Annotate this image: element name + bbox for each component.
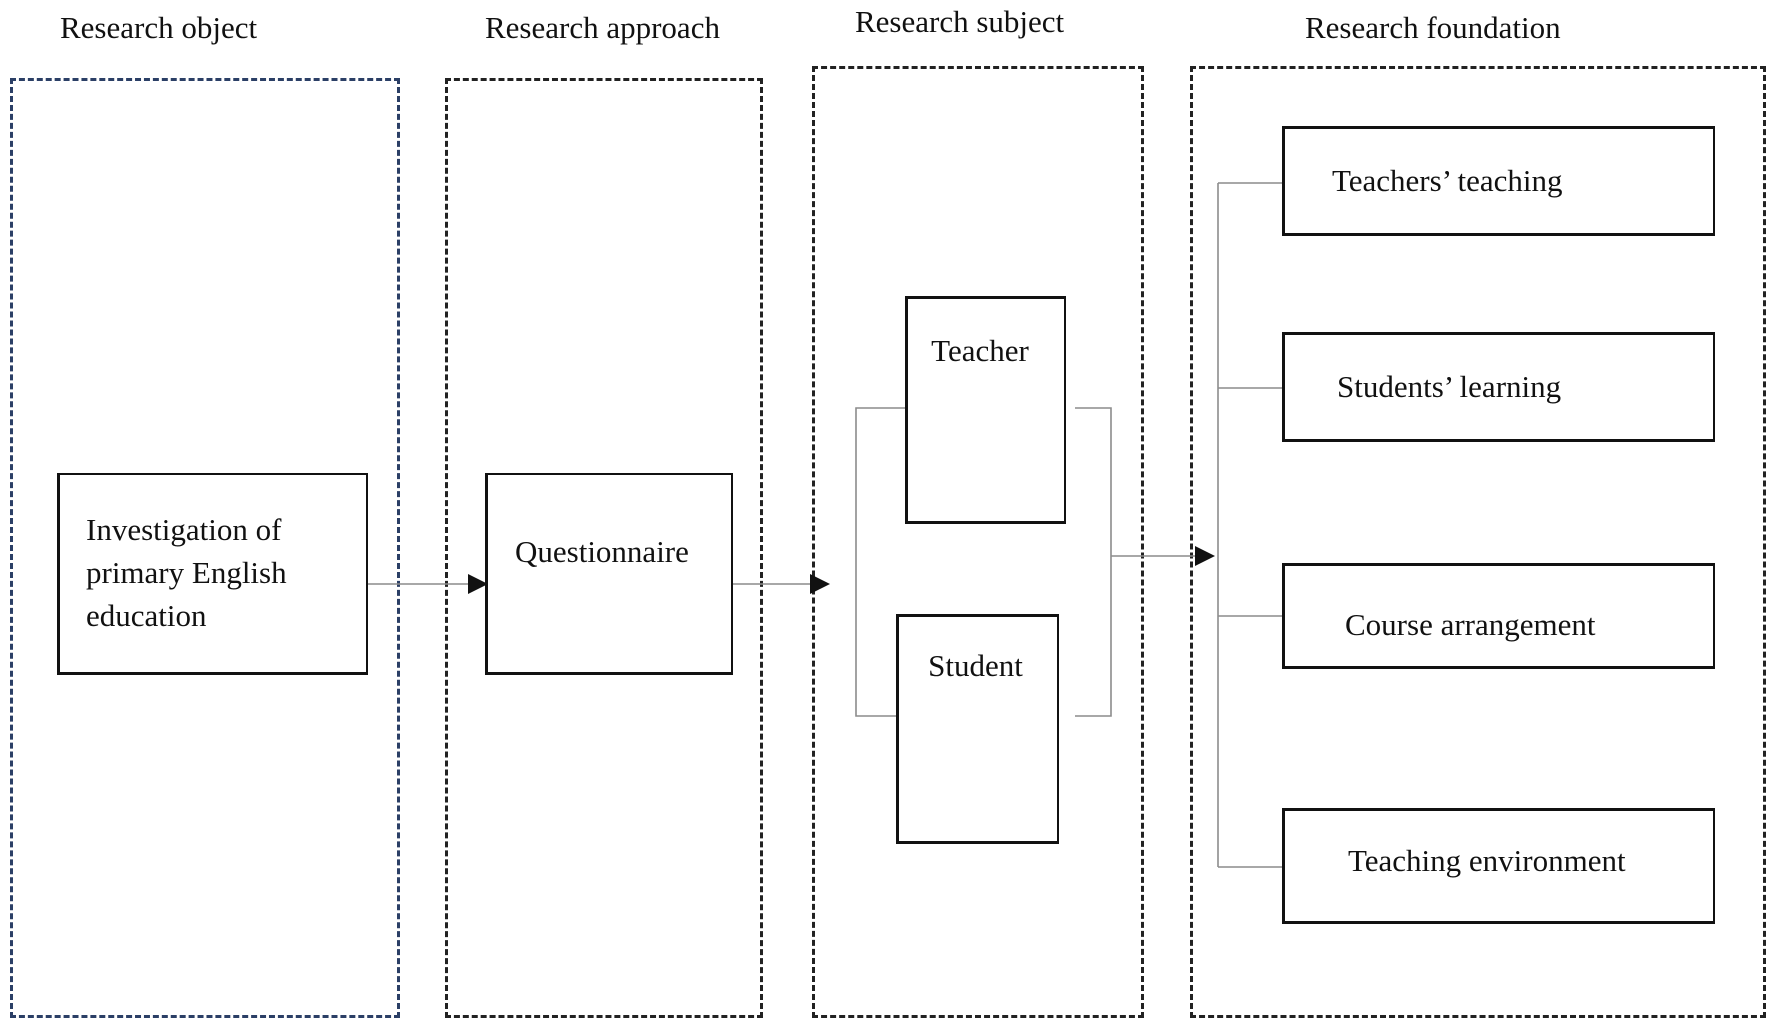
panel-research-foundation [1190, 66, 1766, 1018]
panel-research-subject [812, 66, 1144, 1018]
node-teacher: Teacher [905, 296, 1066, 524]
node-teachers-teaching-label: Teachers’ teaching [1332, 162, 1563, 198]
node-investigation: Investigation of primary English educati… [57, 473, 368, 675]
heading-research-approach: Research approach [485, 10, 720, 45]
panel-research-object [10, 78, 400, 1018]
heading-research-foundation: Research foundation [1305, 10, 1561, 45]
node-teacher-label: Teacher [931, 332, 1029, 368]
heading-research-subject: Research subject [855, 4, 1065, 39]
node-teaching-environment: Teaching environment [1282, 808, 1715, 924]
node-student-label: Student [928, 648, 1023, 684]
node-student: Student [896, 614, 1059, 844]
panel-research-approach [445, 78, 763, 1018]
node-course-arrangement-label: Course arrangement [1345, 606, 1596, 642]
node-questionnaire: Questionnaire [485, 473, 733, 675]
node-course-arrangement: Course arrangement [1282, 563, 1715, 669]
node-investigation-label: Investigation of primary English educati… [86, 512, 287, 633]
node-students-learning-label: Students’ learning [1337, 368, 1562, 404]
node-students-learning: Students’ learning [1282, 332, 1715, 442]
node-teaching-environment-label: Teaching environment [1348, 842, 1626, 878]
heading-research-object: Research object [60, 10, 258, 45]
node-teachers-teaching: Teachers’ teaching [1282, 126, 1715, 236]
node-questionnaire-label: Questionnaire [515, 534, 689, 570]
